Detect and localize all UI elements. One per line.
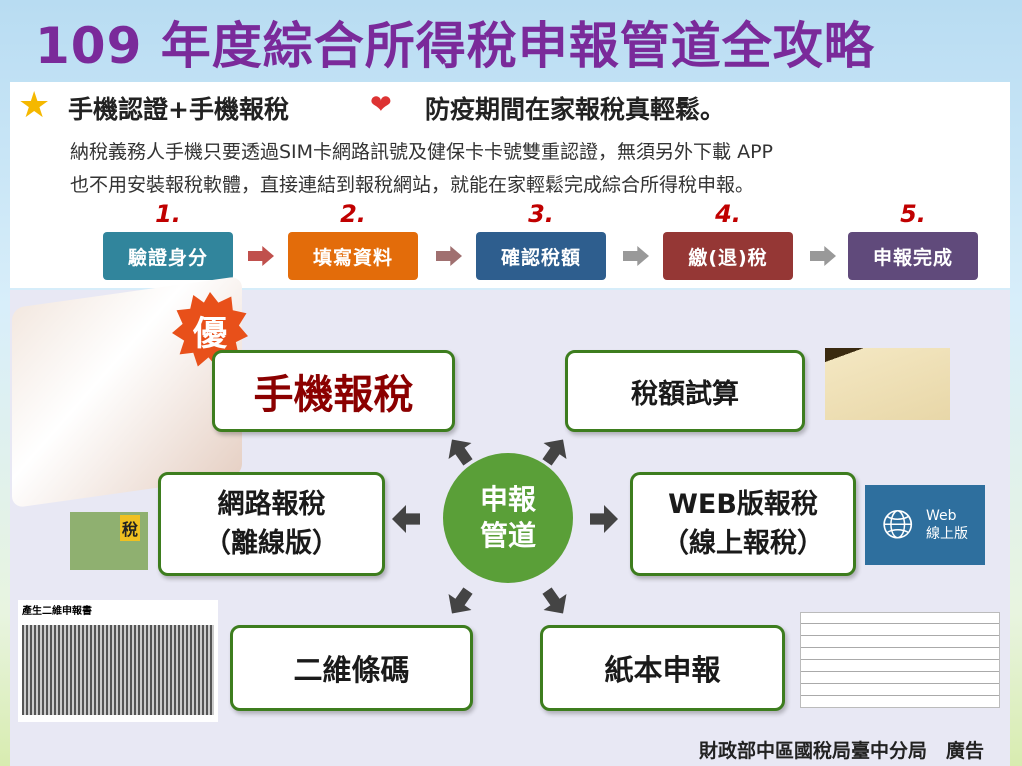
channel-offline-filing[interactable]: 網路報稅 （離線版） [158,472,385,576]
arrow-right-icon [810,246,836,266]
step-number: 5. [900,200,926,228]
headline: 手機認證+手機報稅 [68,95,289,124]
globe-icon: 🌐︎ [882,502,914,548]
hub-label: 申報 [479,482,536,516]
step-number: 4. [715,200,741,228]
channel-label: 手機報稅 [253,372,414,418]
page-title: 109 年度綜合所得稅申報管道全攻略 [35,17,875,75]
star-icon: ★ [18,85,51,126]
channel-label: 紙本申報 [604,653,721,687]
step-confirm-tax: 確認稅額 [476,232,606,280]
barcode-caption: 產生二維申報書 [22,606,92,617]
barcode-image: 產生二維申報書 [18,600,218,722]
channel-label: 稅額試算 [631,378,739,410]
web-icon-label: 線上版 [926,526,968,542]
web-icon-label: Web [926,507,957,524]
step-number: 3. [528,200,554,228]
description-line: 也不用安裝報稅軟體，直接連結到報稅網站，就能在家輕鬆完成綜合所得稅申報。 [70,174,755,196]
channel-sublabel: （離線版） [204,528,339,559]
tax-document-image [825,348,950,420]
web-online-icon: 🌐︎ Web 線上版 [865,485,985,565]
coin-tax-icon: 稅 [70,512,148,570]
channel-sublabel: （線上報稅） [662,528,824,559]
channel-mobile-filing[interactable]: 手機報稅 [212,350,455,432]
step-verify-identity: 驗證身分 [103,232,233,280]
arrow-right-icon [436,246,462,266]
channel-label: WEB版報稅 [668,488,818,520]
channel-label: 網路報稅 [217,488,326,520]
filing-channels-hub: 申報管道 [443,453,573,583]
headline-2: 防疫期間在家報稅真輕鬆。 [425,95,726,124]
hub-label: 管道 [479,519,536,552]
paper-form-image [800,612,1000,708]
footer-credit: 財政部中區國稅局臺中分局 廣告 [698,740,984,762]
step-number: 1. [155,200,181,228]
channel-tax-estimate[interactable]: 稅額試算 [565,350,805,432]
step-fill-data: 填寫資料 [288,232,418,280]
arrow-right-icon [248,246,274,266]
description-line: 納稅義務人手機只要透過SIM卡網路訊號及健保卡卡號雙重認證，無須另外下載 APP [70,141,774,163]
step-pay-refund: 繳(退)稅 [663,232,793,280]
channel-web-filing[interactable]: WEB版報稅 （線上報稅） [630,472,856,576]
channel-barcode[interactable]: 二維條碼 [230,625,473,711]
heart-icon: ❤ [370,90,392,120]
arrow-right-icon [623,246,649,266]
channel-label: 二維條碼 [293,653,410,687]
coin-label: 稅 [119,515,140,541]
step-complete: 申報完成 [848,232,978,280]
step-number: 2. [340,200,366,228]
channel-paper[interactable]: 紙本申報 [540,625,785,711]
